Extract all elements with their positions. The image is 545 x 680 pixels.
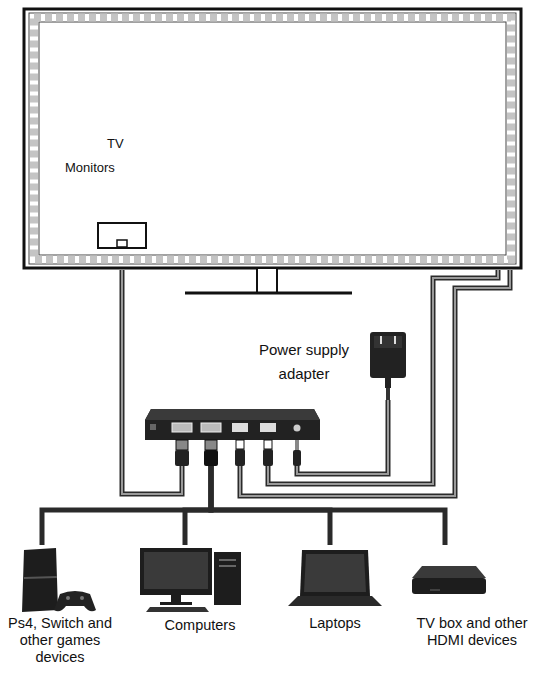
cable — [211, 466, 330, 545]
cable — [185, 466, 211, 545]
tv-hdmi-input-part — [117, 240, 127, 247]
game-device: Ps4, Switch and other games devices — [4, 545, 116, 670]
power-adapter-icon-part — [374, 336, 402, 348]
game-console-icon — [22, 548, 96, 612]
cable-plugs — [175, 440, 301, 466]
cable — [42, 466, 211, 545]
computer-icon-part — [214, 552, 241, 605]
laptop-icon — [288, 550, 382, 606]
computer-icon — [140, 548, 241, 612]
sync-box-part — [260, 423, 276, 432]
cable-plugs-part — [295, 440, 299, 450]
game-console-icon-part — [24, 577, 57, 578]
tv-box-icon-part — [412, 566, 486, 578]
computer-icon-part — [219, 559, 236, 561]
tv-hdmi-input — [98, 223, 146, 248]
cable-plugs-part — [236, 440, 244, 449]
node-label: TV box and other HDMI devices — [402, 615, 542, 649]
computer-device: Computers — [140, 545, 260, 645]
power-adapter-icon-part — [394, 336, 396, 344]
cable — [297, 400, 388, 474]
laptop-device: Laptops — [280, 545, 390, 645]
node-label: Power supply adapter — [248, 338, 360, 386]
power-supply-adapter: Power supply adapter — [248, 330, 410, 400]
cable-plugs-part — [264, 440, 272, 449]
led-strip — [34, 18, 511, 260]
sync-box — [145, 409, 320, 440]
power-adapter-icon — [370, 332, 406, 400]
sync-box-part — [201, 423, 221, 432]
cable — [240, 270, 510, 496]
power-adapter-icon-part — [385, 378, 391, 388]
computer-icon-part — [171, 595, 181, 602]
tv-box-icon — [412, 566, 486, 594]
node-label: Monitors — [65, 160, 115, 176]
node-label: Computers — [140, 617, 260, 634]
sync-box-part — [150, 424, 156, 430]
tv-frame-part — [29, 13, 516, 264]
cable — [122, 270, 182, 494]
tv-frame — [24, 9, 521, 268]
computer-icon-part — [144, 552, 208, 589]
game-console-icon-part — [54, 591, 96, 611]
tv-stand — [185, 268, 352, 293]
node-label: Ps4, Switch and other games devices — [8, 615, 112, 666]
sync-box-part — [172, 423, 192, 432]
tv-frame-part — [39, 22, 506, 255]
cable-core — [122, 270, 182, 494]
laptop-icon-part — [300, 550, 370, 596]
game-console-icon-part — [22, 548, 58, 612]
computer-icon-part — [160, 602, 192, 605]
computer-icon-part — [140, 548, 212, 595]
tv-hdmi-input-part — [98, 223, 146, 248]
computer-icon-part — [219, 565, 236, 567]
hdmi-device: TV box and other HDMI devices — [402, 545, 542, 655]
node-label: TV — [107, 136, 124, 152]
cable-plugs-part — [235, 449, 245, 466]
node-label: Laptops — [280, 615, 390, 632]
cable-plugs-part — [204, 450, 218, 466]
tv-box-icon-part — [412, 578, 486, 594]
tv-box-icon-part — [430, 590, 440, 591]
sync-box-part — [232, 423, 248, 432]
cable-plugs-part — [293, 450, 301, 466]
cable-plugs-part — [175, 450, 189, 466]
cable-plugs-part — [176, 440, 188, 450]
tv-frame-part — [24, 9, 521, 268]
tv-stand-part — [257, 268, 277, 293]
sync-box-part — [145, 409, 320, 420]
power-adapter-icon-part — [380, 336, 382, 344]
cable-plugs-part — [205, 440, 217, 450]
cable-core — [240, 270, 510, 496]
power-adapter-icon-part — [386, 388, 390, 400]
sync-box-part — [145, 409, 320, 440]
tv-screen: TV Monitors — [22, 8, 522, 270]
laptop-icon-part — [288, 596, 382, 606]
power-adapter-icon-part — [370, 332, 406, 378]
cable-plugs-part — [263, 449, 273, 466]
tv-stand-part — [185, 292, 352, 295]
game-console-icon-part — [80, 596, 84, 600]
led-strip-part — [34, 18, 511, 260]
laptop-icon-part — [304, 554, 366, 592]
sync-box-part — [294, 425, 301, 432]
cable — [211, 466, 445, 545]
cable-core — [297, 400, 388, 474]
computer-icon-part — [146, 607, 209, 612]
sync-box — [145, 408, 320, 466]
game-console-icon-part — [66, 596, 70, 600]
